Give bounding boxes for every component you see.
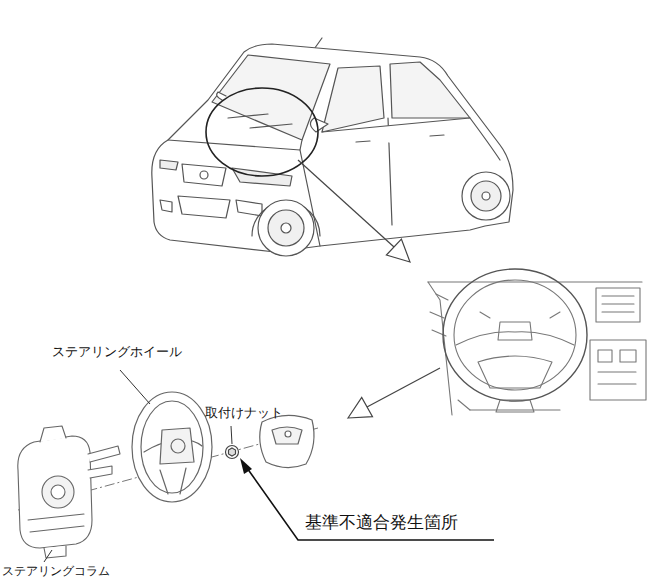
nut-drawing	[226, 446, 239, 459]
dashboard-inset	[428, 269, 646, 415]
part-label: 取付けナット	[205, 405, 283, 421]
callout-arrowhead	[240, 458, 252, 474]
airbag-pad-drawing	[260, 415, 314, 467]
zoom-arrow	[348, 368, 440, 418]
steering-column-drawing	[18, 426, 120, 558]
callout-label: 基準不適合発生箇所	[305, 512, 458, 532]
part-label: ステアリングコラム	[2, 564, 110, 578]
leader-lines	[44, 370, 232, 562]
callout-leader	[247, 468, 494, 540]
part-label: ステアリングホイール	[52, 344, 182, 360]
car-illustration	[152, 38, 513, 256]
zoom-arrow	[298, 160, 410, 262]
steering-wheel-drawing	[132, 392, 212, 502]
